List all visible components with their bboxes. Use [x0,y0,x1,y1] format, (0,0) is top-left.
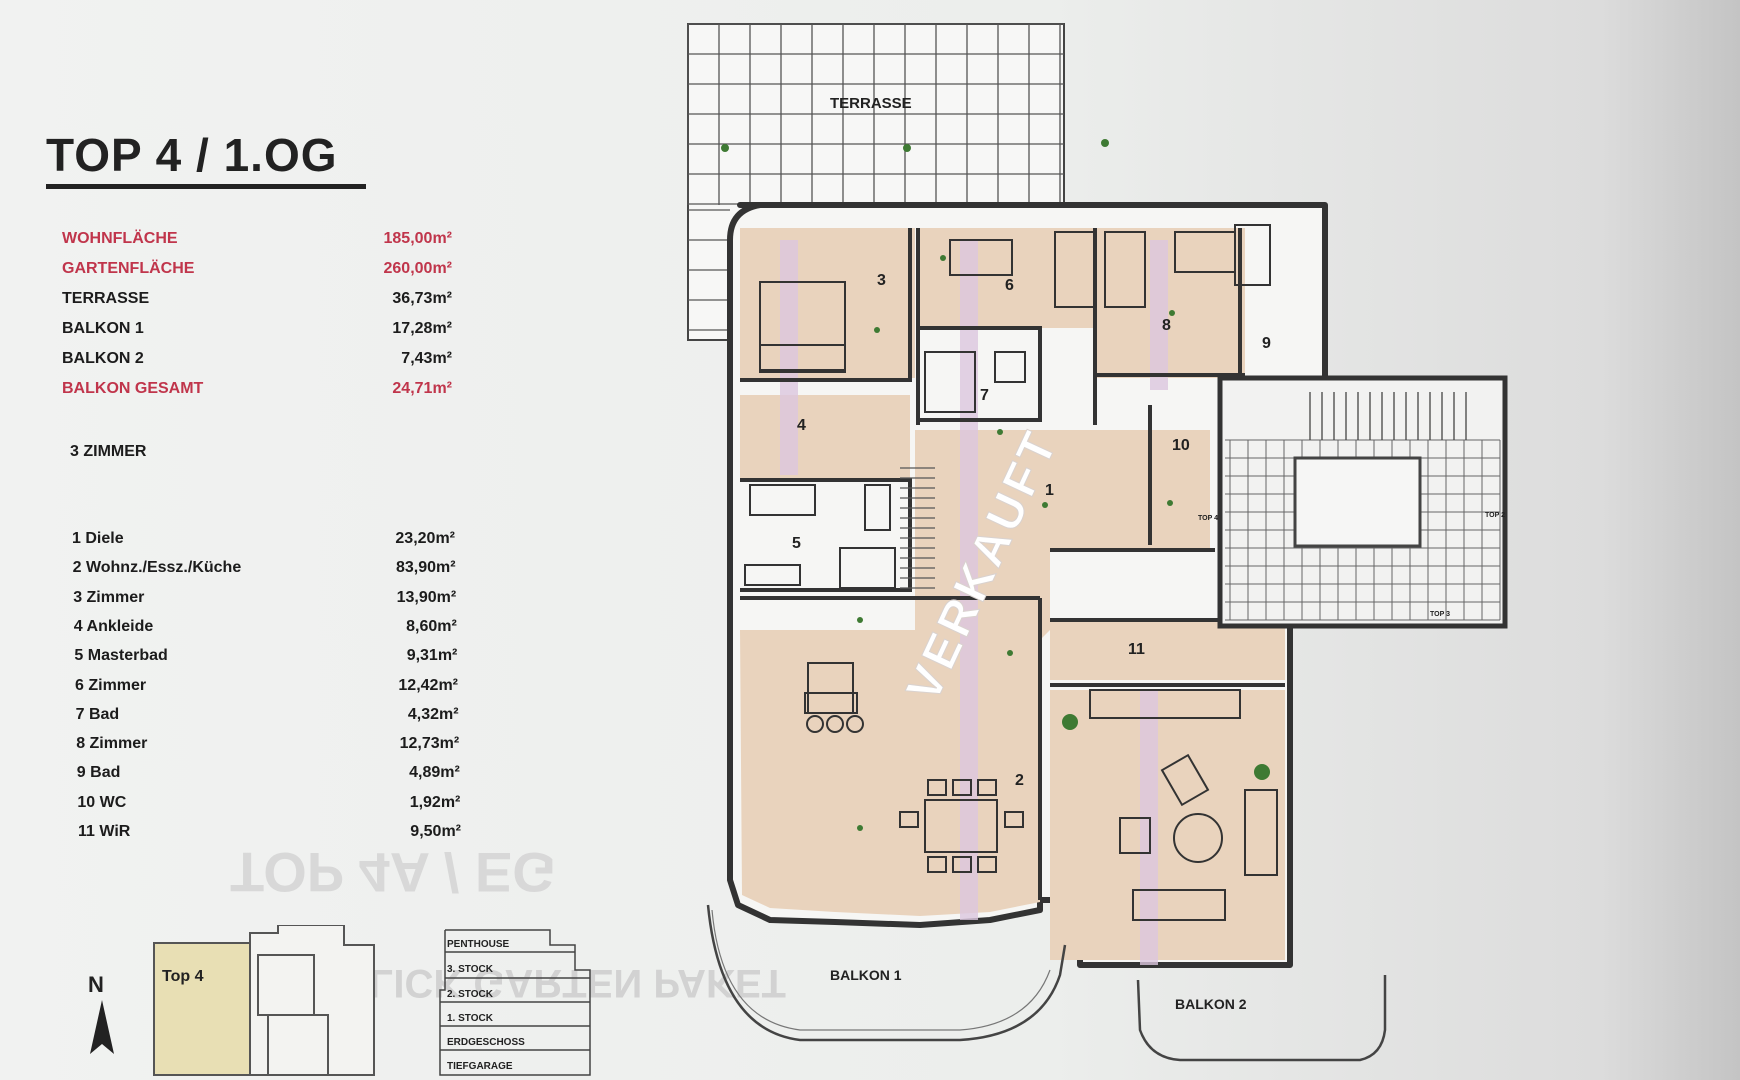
room-label: 7 Bad [75,705,120,723]
room-label: 4 Ankleide [73,617,154,635]
room-label: 2 Wohnz./Essz./Küche [72,559,242,577]
floor-stack: PENTHOUSE 3. STOCK 2. STOCK 1. STOCK ERDGESC… [439,929,591,1076]
room-label: 9 Bad [76,764,121,782]
floor-label: ERDGESCHOSS [447,1037,525,1048]
balcony-2 [1136,975,1387,1062]
terrace-label: TERRASSE [830,95,912,112]
floor-label: 1. STOCK [447,1013,494,1024]
room-number: 8 [1162,317,1171,334]
room-area: 12,73m² [399,735,460,753]
room-number: 4 [797,417,806,434]
key-plan-label: Top 4 [162,968,204,985]
area-value: 7,43m² [401,350,452,367]
room-area: 4,32m² [407,705,459,723]
page-title: TOP 4 / 1.OG [46,128,366,189]
north-arrow-icon [90,1000,114,1054]
area-label: BALKON GESAMT [62,380,204,397]
area-value: 260,00m² [383,260,453,277]
room-label: 5 Masterbad [74,647,168,665]
room-label: 11 WiR [78,823,131,840]
area-value: 185,00m² [383,230,453,247]
balcony-1-label: BALKON 1 [830,967,902,983]
compass: N [88,972,114,1054]
room-label: 10 WC [77,793,127,811]
room-label: 1 Diele [72,530,124,547]
room-area: 9,50m² [410,823,461,840]
area-value: 24,71m² [392,380,452,397]
room-area: 1,92m² [409,793,461,811]
balcony-2-label: BALKON 2 [1175,996,1247,1012]
compass-label: N [88,972,104,997]
room-area: 23,20m² [395,530,455,547]
room-number: 3 [877,272,886,289]
room-area: 83,90m² [396,559,456,577]
room-number: 6 [1005,277,1014,294]
area-label: BALKON 2 [62,350,144,367]
room-6-floor [918,228,1100,328]
floor-label: TIEFGARAGE [447,1061,513,1072]
area-label: GARTENFLÄCHE [62,260,195,277]
room-3-floor [740,228,915,378]
area-label: WOHNFLÄCHE [62,230,178,247]
key-plan: Top 4 [153,925,375,1076]
room-number: 2 [1015,772,1024,789]
floor-label: 2. STOCK [447,989,494,1000]
room-area: 13,90m² [396,588,457,606]
area-value: 17,28m² [392,320,452,337]
room-area: 9,31m² [406,647,458,665]
room-label: 6 Zimmer [75,676,147,694]
room-number: 5 [792,535,801,552]
room-8-floor [1095,228,1245,378]
floor-label: PENTHOUSE [447,939,510,950]
room-area: 4,89m² [409,764,460,782]
bleed-through-text: TOP 4A / EG [230,841,556,904]
room-area: 12,42m² [398,676,458,694]
room-number: 9 [1262,335,1271,352]
floor-plan: TERRASSE BALKON 1 BALKON 2 1 2 3 4 5 6 7… [687,23,1508,1062]
room-area: 8,60m² [406,617,457,635]
area-value: 36,73m² [392,290,452,307]
unit-tag: TOP 2 [1485,512,1505,519]
unit-tag: TOP 3 [1430,611,1450,618]
room-11-floor [1050,620,1285,680]
stairwell [1217,375,1508,629]
room-number: 10 [1172,437,1190,454]
room-label: 8 Zimmer [76,735,148,753]
floor-label: 3. STOCK [447,964,494,975]
key-plan-highlight [153,942,251,1076]
unit-tag: TOP 4 [1198,515,1218,522]
area-label: BALKON 1 [62,320,144,337]
room-4-floor [740,395,910,480]
room-number: 1 [1045,482,1054,499]
room-number: 11 [1128,641,1145,658]
room-label: 3 Zimmer [73,588,145,606]
balcony-1 [706,904,1067,1042]
area-label: TERRASSE [62,290,150,307]
room-number: 7 [980,387,989,404]
